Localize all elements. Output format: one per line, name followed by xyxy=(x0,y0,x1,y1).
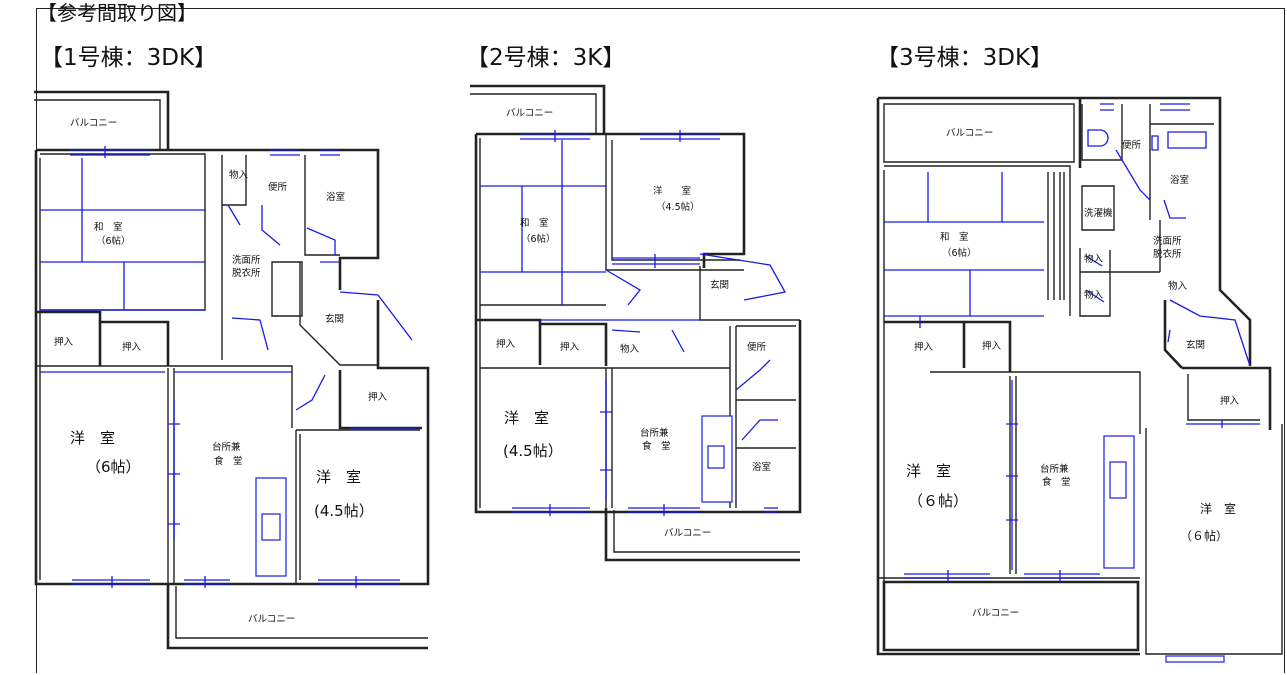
p3-washitsu-label: 和 室 xyxy=(940,231,969,243)
p3-oshiire-1-label: 押入 xyxy=(914,341,934,353)
plan-1-title: 【1号棟：3DK】 xyxy=(40,45,218,71)
p3-senmenjo-label: 洗面所 xyxy=(1153,235,1182,247)
p1-youshitsu-1-label: 洋 室 xyxy=(70,429,115,447)
p3-monoire-1-label: 物入 xyxy=(1084,253,1104,265)
p3-dining-label: 食 堂 xyxy=(1042,476,1071,488)
floor-plan-3: バルコニー 便所 浴室 和 室 （6帖） 洗濯機 洗面所 脱衣所 物入 物入 物… xyxy=(876,96,1283,663)
p1-oshiire-2-label: 押入 xyxy=(122,341,142,353)
p2-youshitsu-1-label: 洋 室 xyxy=(504,409,549,427)
p1-kitchen-label: 台所兼 xyxy=(212,441,241,453)
p3-monoire-2-label: 物入 xyxy=(1084,289,1104,301)
p3-youshitsu-2-size: （６帖） xyxy=(1180,528,1228,543)
p3-bath-label: 浴室 xyxy=(1170,174,1189,186)
p3-oshiire-3-label: 押入 xyxy=(1220,395,1240,407)
p2-toilet-label: 便所 xyxy=(747,341,767,353)
p3-oshiire-2-label: 押入 xyxy=(982,340,1002,352)
p3-youshitsu-1-size: （６帖） xyxy=(908,492,968,510)
p1-oshiire-3-label: 押入 xyxy=(368,391,388,403)
p3-balcony-bottom-label: バルコニー xyxy=(972,608,1019,619)
p3-monoire-3-label: 物入 xyxy=(1168,280,1188,292)
p1-youshitsu-2-size: (4.5帖） xyxy=(314,502,374,520)
p1-monoire-label: 物入 xyxy=(229,169,249,181)
p3-youshitsu-2-label: 洋 室 xyxy=(1200,501,1236,516)
p3-youshitsu-1-label: 洋 室 xyxy=(906,462,951,480)
p2-youshitsu-top-label: 洋 室 xyxy=(653,185,691,197)
floor-plan-2: バルコニー 和 室 （6帖） 洋 室 （4.5帖） 玄関 押入 押入 物入 便所… xyxy=(470,84,802,562)
p1-senmenjo-label: 洗面所 xyxy=(232,254,261,266)
p1-balcony-top-label: バルコニー xyxy=(70,118,117,129)
p2-bath-label: 浴室 xyxy=(752,461,771,473)
p2-washitsu-size: （6帖） xyxy=(521,233,556,245)
p2-youshitsu-top-size: （4.5帖） xyxy=(656,201,700,213)
p3-kitchen-label: 台所兼 xyxy=(1040,463,1069,475)
p2-balcony-top-label: バルコニー xyxy=(506,108,553,119)
p3-genkan-label: 玄関 xyxy=(1186,339,1205,351)
p1-bath-label: 浴室 xyxy=(326,191,345,203)
plan-3-title: 【3号棟：3DK】 xyxy=(876,45,1054,71)
p1-youshitsu-1-size: （6帖） xyxy=(86,458,141,476)
p2-genkan-label: 玄関 xyxy=(710,279,729,291)
p2-youshitsu-1-size: (4.5帖） xyxy=(503,442,563,460)
p2-balcony-bottom-label: バルコニー xyxy=(664,528,711,539)
p3-toilet-label: 便所 xyxy=(1122,139,1142,151)
p2-oshiire-1-label: 押入 xyxy=(496,338,516,350)
p1-datsuijo-label: 脱衣所 xyxy=(232,267,261,279)
p2-kitchen-label: 台所兼 xyxy=(640,427,669,439)
p3-sentakuki-label: 洗濯機 xyxy=(1084,207,1113,219)
p1-dining-label: 食 堂 xyxy=(214,455,243,467)
p3-balcony-top-label: バルコニー xyxy=(946,128,993,139)
floor-plan-1: バルコニー 和 室 （6帖） 物入 便所 浴室 洗面所 脱衣所 玄関 押入 押入… xyxy=(34,90,430,650)
p2-washitsu-label: 和 室 xyxy=(520,217,549,229)
p2-oshiire-2-label: 押入 xyxy=(560,341,580,353)
p3-datsuijo-label: 脱衣所 xyxy=(1153,248,1182,260)
p2-dining-label: 食 堂 xyxy=(642,440,671,452)
p2-monoire-label: 物入 xyxy=(620,343,640,355)
p1-washitsu-label: 和 室 xyxy=(94,221,123,233)
p1-genkan-label: 玄関 xyxy=(325,313,344,325)
p1-oshiire-1-label: 押入 xyxy=(54,336,74,348)
p3-washitsu-size: （6帖） xyxy=(942,247,977,259)
p1-balcony-bottom-label: バルコニー xyxy=(248,614,295,625)
p1-youshitsu-2-label: 洋 室 xyxy=(316,468,361,486)
p1-washitsu-size: （6帖） xyxy=(96,235,131,247)
p1-toilet-label: 便所 xyxy=(268,181,288,193)
header-label: 【参考間取り図】 xyxy=(37,1,197,25)
plan-2-title: 【2号棟：3K】 xyxy=(466,45,626,71)
